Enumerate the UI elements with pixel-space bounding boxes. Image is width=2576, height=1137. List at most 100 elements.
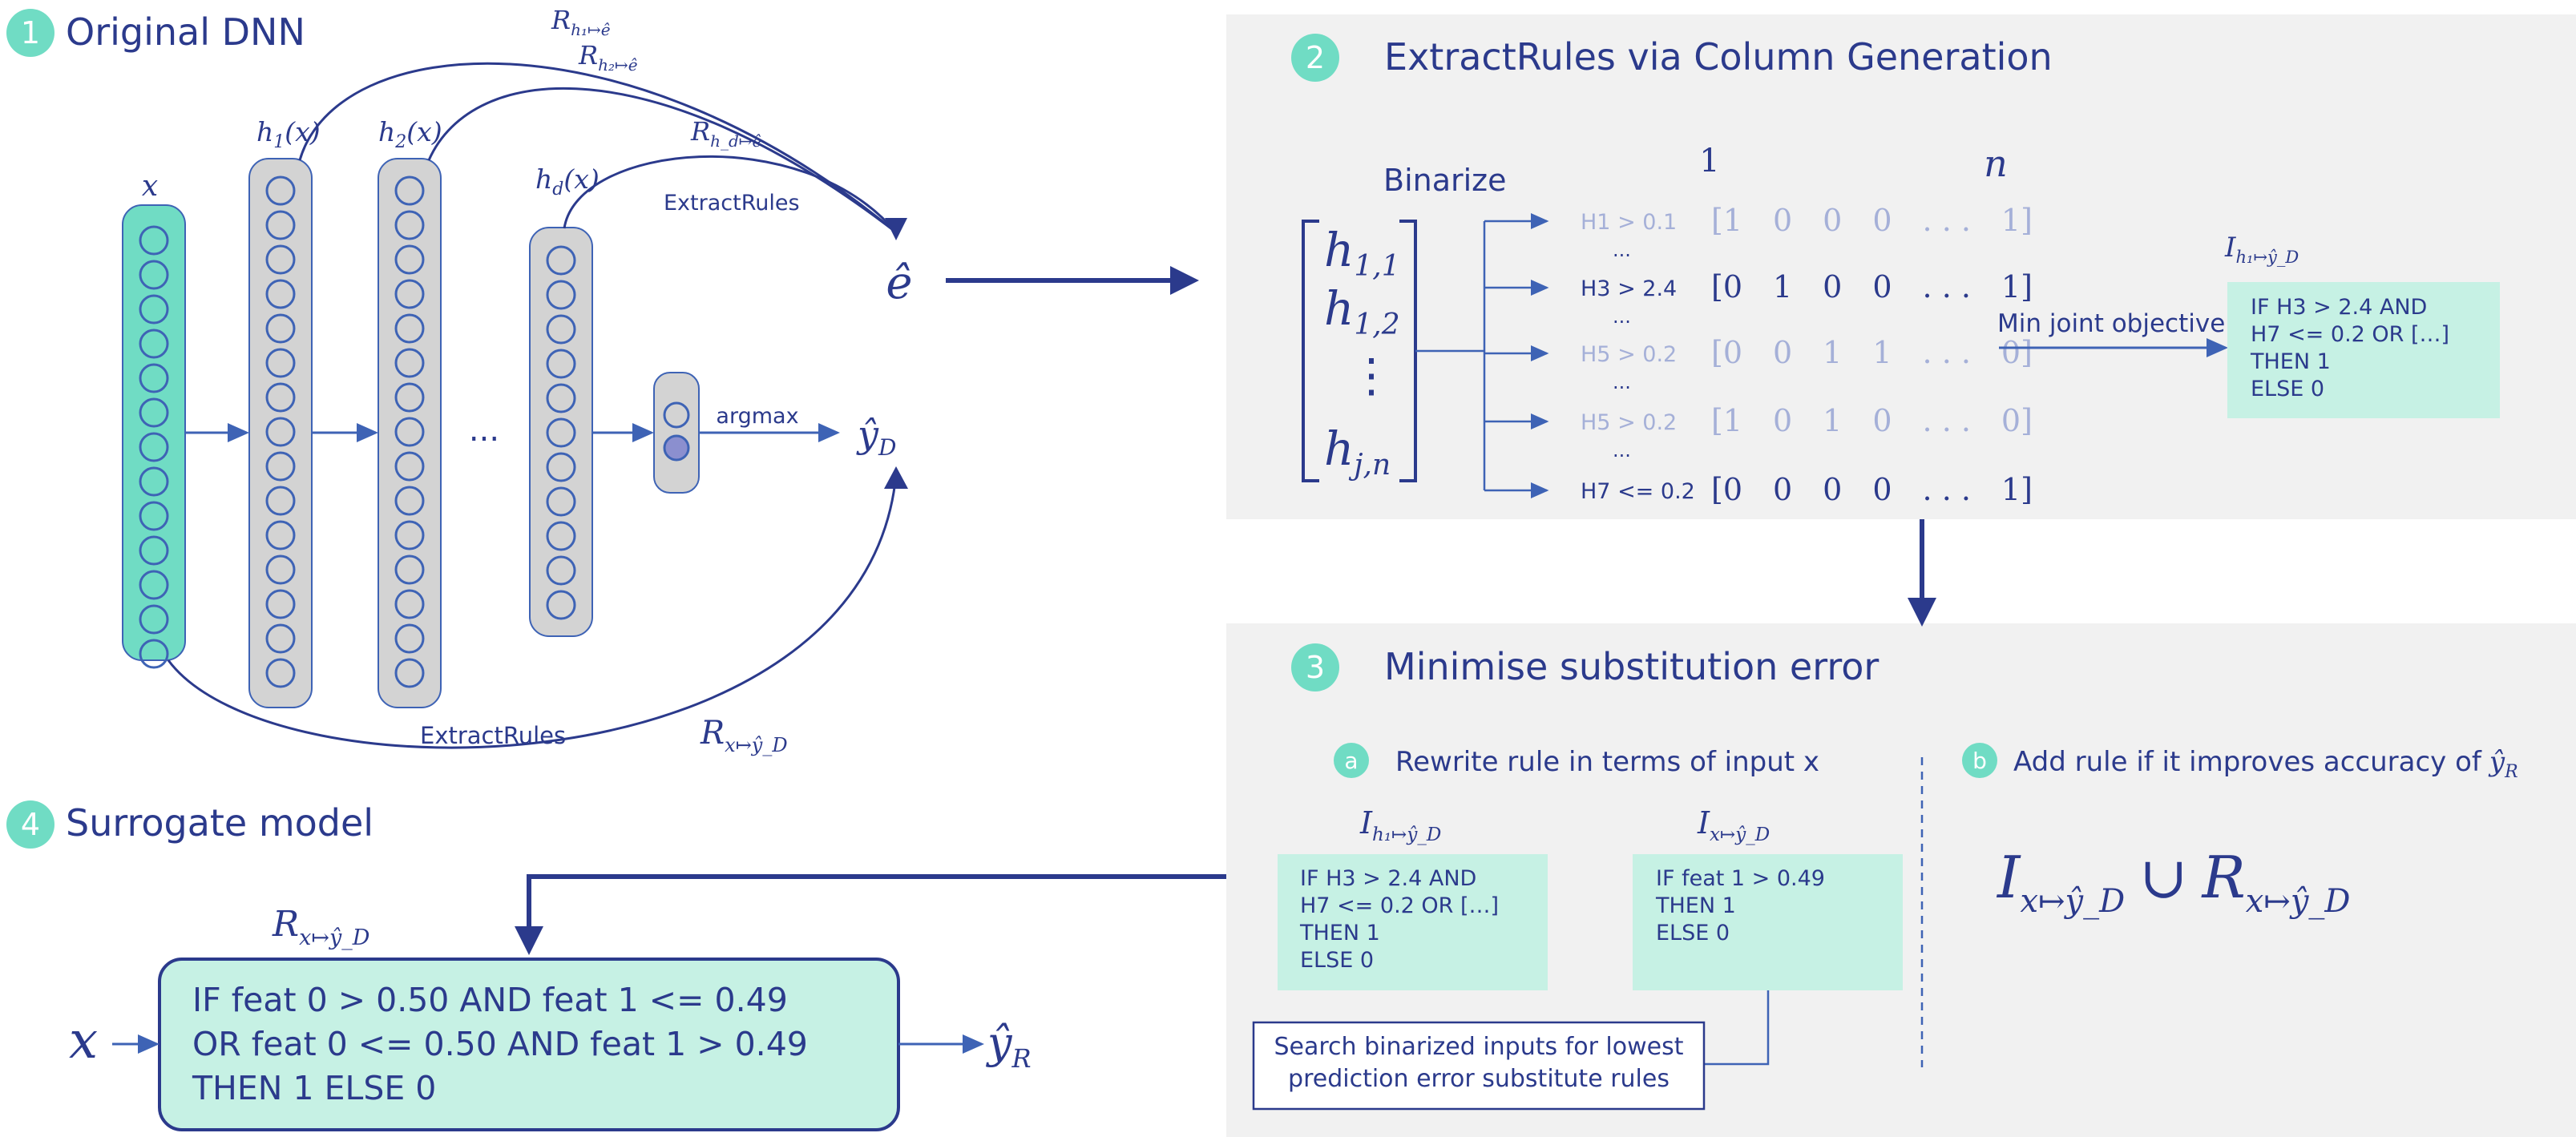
objective-label: Min joint objective xyxy=(1997,309,2225,338)
candidate-rules: H1 > 0.1 [1 0 0 0 . . . 1]... H3 > 2.4 [0 1… xyxy=(1581,203,2033,507)
hd-node xyxy=(546,521,576,551)
h2-node xyxy=(394,244,425,275)
h2-node xyxy=(394,279,425,309)
result-rule-label: Ih₁↦ŷ_D xyxy=(2224,232,2299,267)
rule-condition: H7 <= 0.2 xyxy=(1581,479,1695,504)
step3-header: 3 Minimise substitution error xyxy=(1291,643,1879,691)
rule-vector: [1 0 0 0 . . . 1] xyxy=(1711,203,2033,238)
h1-node xyxy=(265,244,296,275)
input-node xyxy=(139,639,169,669)
step4-header: 4 Surrogate model xyxy=(6,800,373,849)
matrix-left-bracket xyxy=(1302,220,1319,482)
h1-node xyxy=(265,589,296,619)
input-label: x xyxy=(142,170,158,203)
hd-node xyxy=(546,590,576,620)
input-node xyxy=(139,397,169,428)
step1-title: Original DNN xyxy=(66,10,305,54)
arrow-to-surrogate xyxy=(515,874,1226,955)
hd-node xyxy=(546,555,576,586)
surrogate-input: x xyxy=(69,1011,98,1070)
hd-node xyxy=(546,245,576,276)
extract-rules-panel xyxy=(1226,14,2576,519)
y-d-label: ŷD xyxy=(856,413,896,461)
input-node xyxy=(139,294,169,325)
step4-number: 4 xyxy=(21,807,40,842)
rewrite-left-label: Ih₁↦ŷ_D xyxy=(1359,805,1441,845)
input-node xyxy=(139,501,169,531)
hidden-layer-1-nodes xyxy=(265,175,296,688)
e-hat-label: ê xyxy=(886,257,912,309)
matrix-entries: h1,1h1,2⋮hj,n xyxy=(1324,223,1400,482)
h2-node xyxy=(394,554,425,585)
input-node xyxy=(139,225,169,256)
surrogate-output: ŷR xyxy=(986,1018,1032,1074)
hd-node xyxy=(546,452,576,482)
result-rule-line-1: IF H3 > 2.4 AND xyxy=(2251,295,2427,320)
input-node xyxy=(139,260,169,290)
arc-h1-to-ehat xyxy=(298,62,897,234)
rewrite-left-line-4: ELSE 0 xyxy=(1300,948,1374,973)
column-first-label: 1 xyxy=(1699,143,1719,179)
search-line-1: Search binarized inputs for lowest xyxy=(1274,1033,1683,1061)
result-rule-box xyxy=(2227,282,2500,418)
yd-arrowhead xyxy=(884,466,908,489)
search-box xyxy=(1252,1021,1706,1111)
column-last-label: n xyxy=(1984,142,2008,185)
h1-node xyxy=(265,313,296,344)
h1-node xyxy=(265,486,296,516)
step2-title: ExtractRules via Column Generation xyxy=(1384,35,2053,79)
matrix-entry: ⋮ xyxy=(1348,348,1395,402)
h1-node xyxy=(265,210,296,240)
search-connector xyxy=(1704,990,1770,1066)
hd-node xyxy=(546,349,576,379)
rule-vector: [0 1 0 0 . . . 1] xyxy=(1711,269,2033,304)
rule-gap-dots: ... xyxy=(1613,439,1631,462)
rewrite-right-line-2: THEN 1 xyxy=(1655,893,1736,918)
step2-header: 2 ExtractRules via Column Generation xyxy=(1291,34,2053,82)
rule-condition: H5 > 0.2 xyxy=(1581,342,1677,367)
hidden-layer-d xyxy=(529,227,593,637)
rewrite-right-label: Ix↦ŷ_D xyxy=(1697,805,1770,845)
matrix-entry: hj,n xyxy=(1324,421,1391,482)
rule-vector: [0 0 0 0 . . . 1] xyxy=(1711,472,2033,507)
result-rule-line-3: THEN 1 xyxy=(2250,349,2331,374)
argmax-label: argmax xyxy=(716,404,798,429)
h2-node xyxy=(394,210,425,240)
h2-node xyxy=(394,623,425,654)
input-node xyxy=(139,570,169,600)
r-hd-label: Rh_d↦ê xyxy=(690,116,761,151)
step3-title: Minimise substitution error xyxy=(1384,645,1879,688)
step3b-letter: b xyxy=(1972,748,1987,774)
rule-condition: H1 > 0.1 xyxy=(1581,210,1677,235)
rule-vector: [1 0 1 0 . . . 0] xyxy=(1711,403,2033,438)
rule-condition: H3 > 2.4 xyxy=(1581,276,1677,301)
input-node xyxy=(139,363,169,393)
arc-h2-to-ehat xyxy=(427,87,897,234)
rewrite-right-box xyxy=(1633,854,1903,990)
hd-node xyxy=(546,486,576,517)
matrix-entry: h1,2 xyxy=(1324,281,1400,341)
rewrite-left-line-1: IF H3 > 2.4 AND xyxy=(1300,866,1476,891)
hidden-layer-d-nodes xyxy=(546,245,576,620)
extract-rules-top-label: ExtractRules xyxy=(664,191,800,216)
h1-node xyxy=(265,623,296,654)
step1-header: 1 Original DNN xyxy=(6,9,305,57)
rule-gap-dots: ... xyxy=(1613,371,1631,393)
r-h2-label: Rh₂↦ê xyxy=(578,40,638,75)
rewrite-right-line-1: IF feat 1 > 0.49 xyxy=(1656,866,1825,891)
step3a-letter: a xyxy=(1344,748,1358,774)
rewrite-left-line-2: H7 <= 0.2 OR […] xyxy=(1300,893,1499,918)
surrogate-line-1: IF feat 0 > 0.50 AND feat 1 <= 0.49 xyxy=(192,981,788,1019)
hd-label: hd(x) xyxy=(535,163,600,200)
rule-gap-dots: ... xyxy=(1613,239,1631,261)
h2-node xyxy=(394,382,425,413)
surrogate-label: Rx↦ŷ_D xyxy=(272,904,370,950)
hd-node xyxy=(546,417,576,448)
h1-node xyxy=(265,279,296,309)
input-node xyxy=(139,432,169,462)
step3a-badge xyxy=(1334,743,1369,778)
input-node xyxy=(139,535,169,566)
step4-badge xyxy=(6,800,55,849)
